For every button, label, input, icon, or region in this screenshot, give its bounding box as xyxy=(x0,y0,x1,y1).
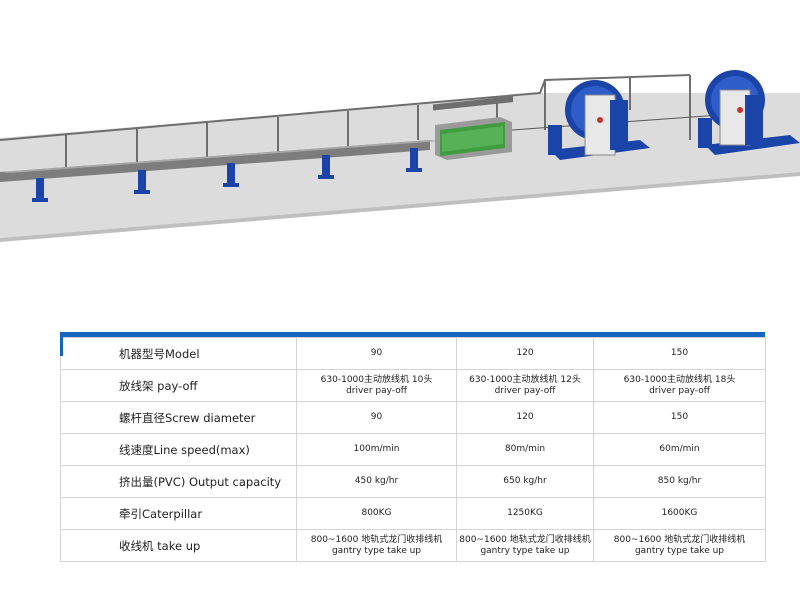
cooling-trough xyxy=(0,140,430,182)
table-cell: 1250KG xyxy=(456,497,594,530)
table-cell: 120 xyxy=(456,337,594,370)
table-left-accent xyxy=(60,332,63,356)
table-cell: 800KG xyxy=(296,497,457,530)
cell-line: gantry type take up xyxy=(331,545,422,556)
row-label: 收线机 take up xyxy=(60,529,297,562)
table-cell: 450 kg/hr xyxy=(296,465,457,498)
table-cell: 80m/min xyxy=(456,433,594,466)
table-cell: 650 kg/hr xyxy=(456,465,594,498)
table-cell: 120 xyxy=(456,401,594,434)
cell-line: driver pay-off xyxy=(649,385,710,396)
cell-line: 800~1600 地轨式龙门收排线机 xyxy=(459,534,591,545)
table-cell: 850 kg/hr xyxy=(593,465,766,498)
table-cell: 60m/min xyxy=(593,433,766,466)
row-label: 放线架 pay-off xyxy=(60,369,297,402)
row-label: 机器型号Model xyxy=(60,337,297,370)
cell-line: driver pay-off xyxy=(346,385,407,396)
cell-line: 630-1000主动放线机 10头 xyxy=(320,374,433,385)
cell-line: 630-1000主动放线机 12头 xyxy=(469,374,581,385)
cell-line: 630-1000主动放线机 18头 xyxy=(623,374,736,385)
table-cell: 90 xyxy=(296,337,457,370)
table-top-accent xyxy=(60,332,765,337)
cell-line: 800~1600 地轨式龙门收排线机 xyxy=(613,534,746,545)
table-cell: 1600KG xyxy=(593,497,766,530)
trough-stands xyxy=(32,148,422,202)
table-cell: 150 xyxy=(593,337,766,370)
cell-line: 800~1600 地轨式龙门收排线机 xyxy=(310,534,443,545)
table-cell: 90 xyxy=(296,401,457,434)
table-cell: 100m/min xyxy=(296,433,457,466)
row-label: 螺杆直径Screw diameter xyxy=(60,401,297,434)
take-up-unit-1 xyxy=(548,80,650,160)
row-label: 挤出量(PVC) Output capacity xyxy=(60,465,297,498)
cell-line: driver pay-off xyxy=(494,385,556,396)
take-up-unit-2 xyxy=(698,70,800,155)
row-label: 线速度Line speed(max) xyxy=(60,433,297,466)
extruder-unit xyxy=(433,96,513,160)
floor-edge xyxy=(0,172,800,242)
cell-line: gantry type take up xyxy=(480,545,570,556)
table-cell: 150 xyxy=(593,401,766,434)
cell-line: gantry type take up xyxy=(634,545,725,556)
production-line-illustration xyxy=(0,70,800,242)
row-label: 牵引Caterpillar xyxy=(60,497,297,530)
